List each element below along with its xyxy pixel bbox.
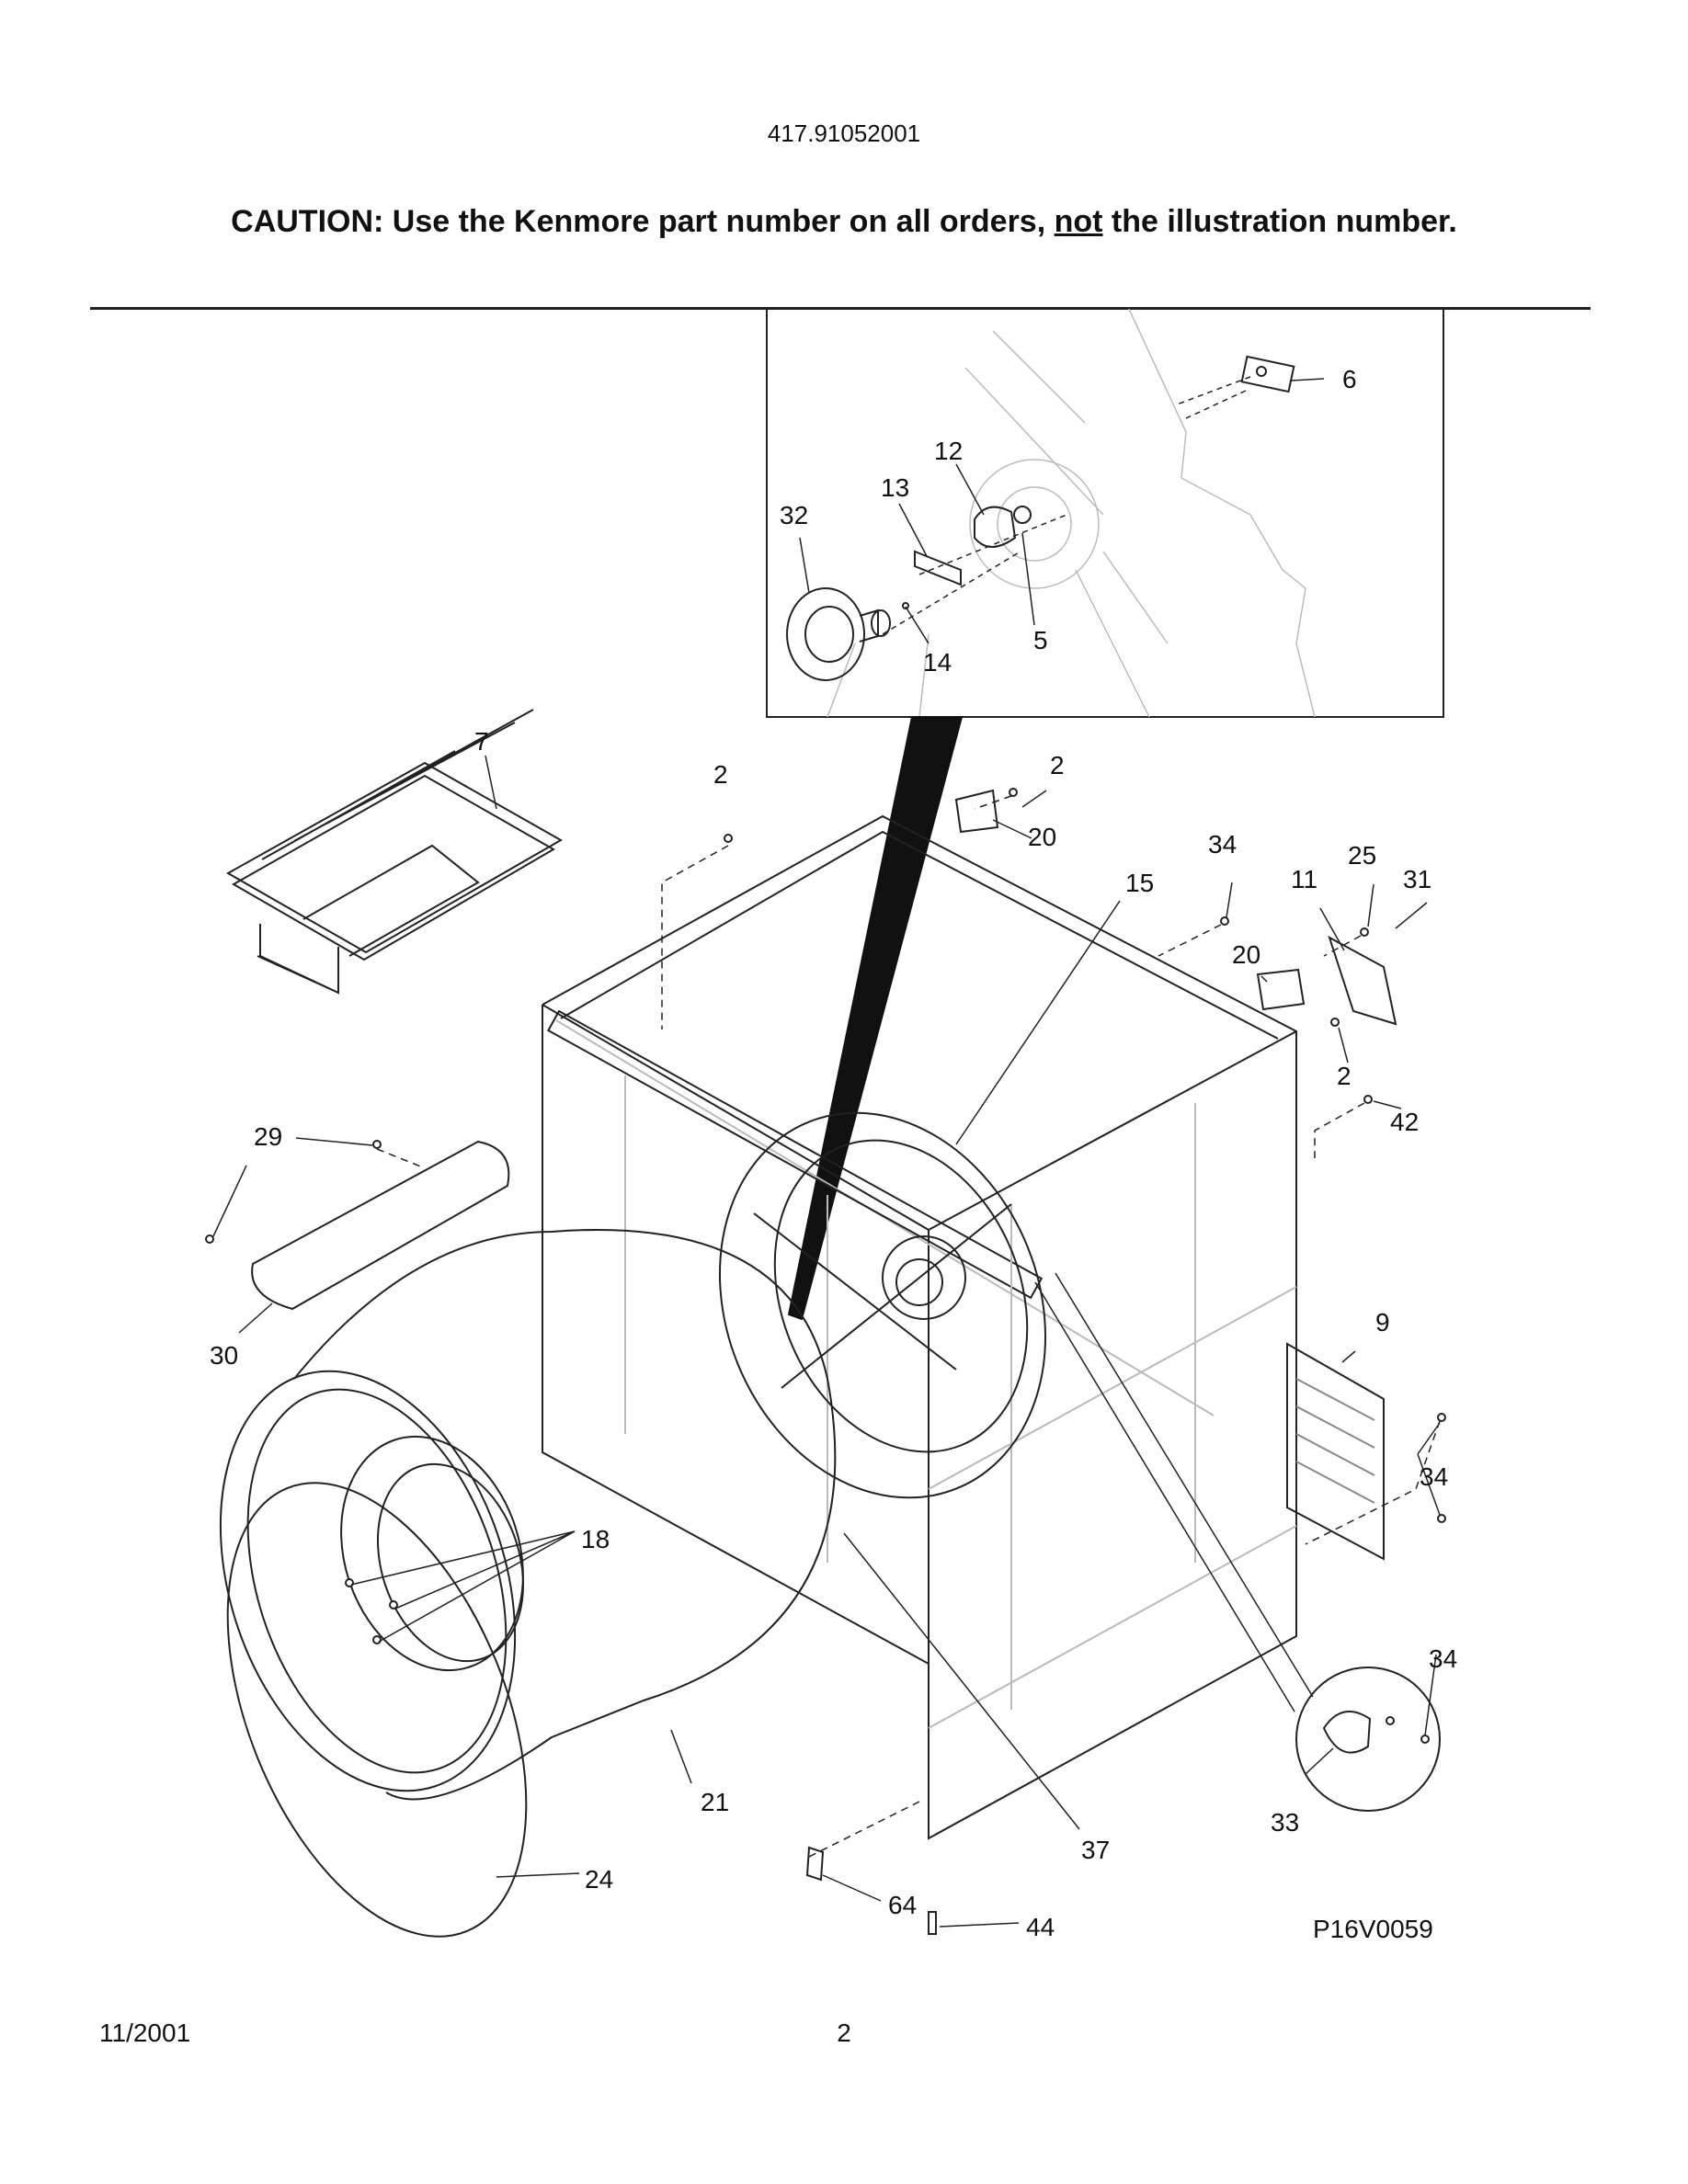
illustration-code: P16V0059 — [1313, 1915, 1433, 1943]
callout-34-side: 34 — [1420, 1462, 1448, 1491]
callout-11: 11 — [1291, 865, 1317, 893]
inset-bulkhead — [827, 308, 1316, 718]
callout-14: 14 — [923, 648, 952, 677]
callout-34-detail: 34 — [1429, 1644, 1457, 1673]
callout-34-top: 34 — [1208, 830, 1237, 859]
screws — [205, 788, 1446, 1744]
callout-64: 64 — [888, 1891, 917, 1919]
cabinet — [542, 814, 1297, 1840]
callout-30: 30 — [210, 1341, 238, 1370]
callout-42: 42 — [1390, 1108, 1419, 1136]
callout-20-top: 20 — [1028, 823, 1056, 851]
seal-ring — [226, 1482, 528, 1938]
foot-44 — [928, 1911, 937, 1935]
callout-12: 12 — [934, 437, 963, 465]
callout-20-right: 20 — [1232, 940, 1260, 969]
inset-leaders — [882, 376, 1251, 635]
callout-25: 25 — [1348, 841, 1376, 870]
callout-2-bracket: 2 — [1050, 751, 1065, 779]
callout-2-top: 2 — [713, 760, 728, 789]
callout-5: 5 — [1033, 626, 1048, 654]
callout-18: 18 — [581, 1525, 610, 1553]
inset-frame — [766, 308, 1444, 718]
bracket-20-right — [1256, 968, 1306, 1011]
callout-24: 24 — [585, 1865, 613, 1894]
caution-emphasis: not — [1054, 204, 1103, 239]
callout-31: 31 — [1403, 865, 1431, 893]
drum — [219, 1229, 837, 1801]
zoom-wedge — [787, 716, 964, 1321]
callout-13: 13 — [881, 473, 909, 502]
callout-15: 15 — [1125, 869, 1154, 897]
callout-2-right: 2 — [1337, 1062, 1352, 1090]
inset-parts — [786, 355, 1295, 681]
inset-callout-lines — [799, 378, 1325, 644]
duct-panel — [251, 1140, 510, 1311]
callout-33: 33 — [1271, 1808, 1299, 1837]
callout-labels: 6 12 13 32 5 14 7 2 2 20 34 15 11 25 31 … — [210, 365, 1457, 1941]
callout-21: 21 — [701, 1788, 729, 1816]
footer-date: 11/2001 — [99, 2019, 191, 2047]
callout-37: 37 — [1081, 1836, 1110, 1864]
bracket-plate — [1328, 935, 1397, 1026]
caution-prefix: CAUTION: Use the Kenmore part number on … — [231, 204, 1055, 239]
clip-64 — [805, 1846, 825, 1882]
drying-rack — [225, 709, 564, 995]
model-number: 417.91052001 — [767, 119, 921, 147]
callout-9: 9 — [1375, 1308, 1390, 1337]
bracket-20-top — [954, 789, 999, 834]
callout-29: 29 — [254, 1122, 282, 1151]
side-panel — [1286, 1342, 1385, 1561]
detail-circle — [1034, 1272, 1441, 1812]
rear-bulkhead — [718, 1111, 1047, 1499]
callout-7: 7 — [474, 727, 489, 756]
page-number: 2 — [837, 2019, 851, 2047]
callout-44: 44 — [1026, 1913, 1055, 1941]
caution-notice: CAUTION: Use the Kenmore part number on … — [0, 204, 1688, 240]
caution-suffix: the illustration number. — [1102, 204, 1457, 239]
callout-lines — [212, 755, 1441, 1928]
dashed-leaders — [376, 795, 1441, 1858]
callout-32: 32 — [780, 501, 808, 529]
callout-6: 6 — [1342, 365, 1357, 393]
